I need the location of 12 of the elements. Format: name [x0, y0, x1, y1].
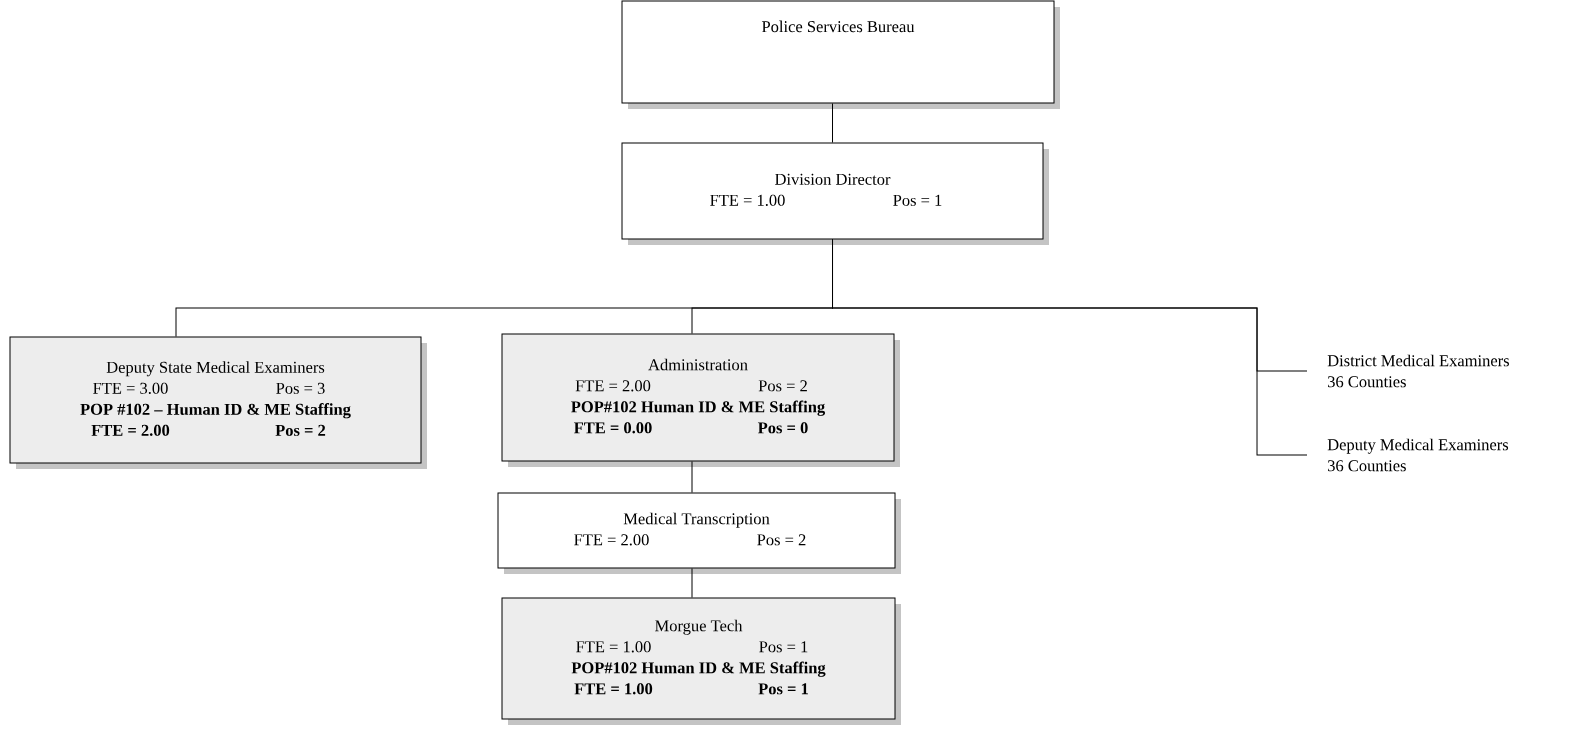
org-box: Deputy State Medical Examiners FTE = 3.00 Pos = 3 POP #102 – Human ID & ME Staffing FTE = 2.00 Pos = 2: [9, 336, 427, 469]
connector-line: [832, 239, 1308, 456]
org-box: Administration FTE = 2.00 Pos = 2 POP#102 Human ID & ME Staffing FTE = 0.00 Pos = 0: [501, 333, 900, 467]
connector-line: [691, 568, 693, 598]
connector-line: [832, 103, 833, 143]
unit-label: Deputy Medical Examiners 36 Counties: [1327, 438, 1509, 472]
org-box: Police Services Bureau: [621, 0, 1060, 109]
unit-label: District Medical Examiners 36 Counties: [1327, 354, 1509, 388]
org-box: Division Director FTE = 1.00 Pos = 1: [621, 142, 1049, 245]
org-box: Medical Transcription FTE = 2.00 Pos = 2: [497, 492, 901, 574]
connector-line: [691, 461, 693, 493]
org-box: Morgue Tech FTE = 1.00 Pos = 1 POP#102 Human ID & ME Staffing FTE = 1.00 Pos = 1: [501, 597, 901, 725]
